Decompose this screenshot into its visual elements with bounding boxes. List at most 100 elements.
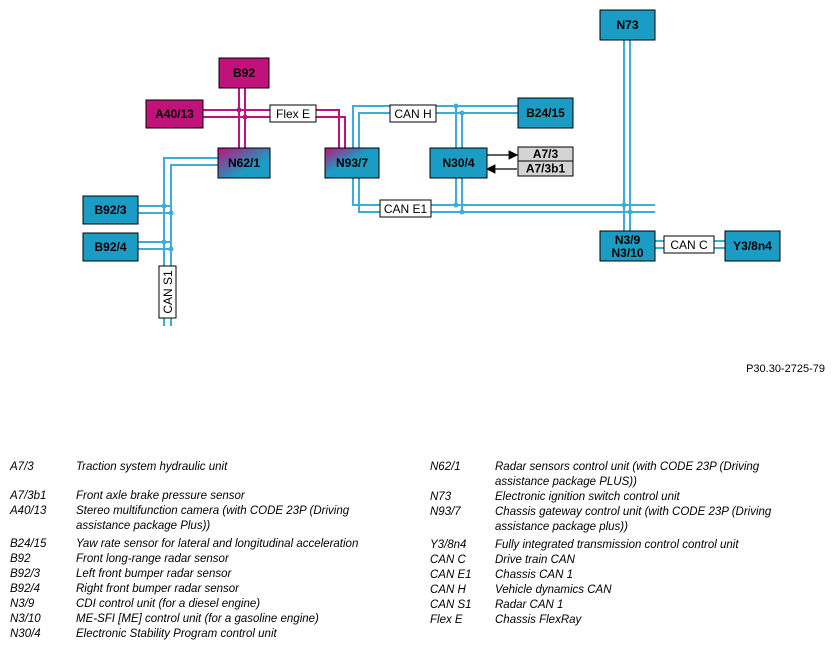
legend-desc: Radar CAN 1 bbox=[495, 599, 564, 611]
component-a7-3b1[interactable]: A7/3b1 bbox=[517, 160, 574, 177]
b92-label: B92 bbox=[233, 66, 255, 80]
legend-desc: Right front bumper radar sensor bbox=[76, 583, 239, 595]
bus-can-h: CAN H bbox=[389, 104, 437, 123]
legend-row: CAN C Drive train CAN bbox=[430, 553, 830, 568]
legend-desc: ME-SFI [ME] control unit (for a gasoline… bbox=[76, 613, 319, 625]
legend-left: A7/3 Traction system hydraulic unit A7/3… bbox=[10, 460, 410, 642]
bus-can-c: CAN C bbox=[663, 235, 715, 254]
legend-row: N3/10 ME-SFI [ME] control unit (for a ga… bbox=[10, 612, 410, 627]
legend-code: N73 bbox=[430, 491, 452, 503]
legend-desc: Stereo multifunction camera (with CODE 2… bbox=[76, 505, 350, 532]
legend-row: N93/7 Chassis gateway control unit (with… bbox=[430, 505, 830, 535]
legend-desc: Traction system hydraulic unit bbox=[76, 461, 228, 473]
legend-desc: Electronic Stability Program control uni… bbox=[76, 628, 277, 640]
legend-row: Flex E Chassis FlexRay bbox=[430, 613, 830, 628]
legend-desc: Drive train CAN bbox=[495, 554, 575, 566]
legend-code: CAN C bbox=[430, 554, 466, 566]
legend-code: CAN E1 bbox=[430, 569, 472, 581]
legend-code: CAN H bbox=[430, 584, 466, 596]
legend-row: B92 Front long-range radar sensor bbox=[10, 552, 410, 567]
legend-code: Flex E bbox=[430, 614, 463, 626]
component-n3-9-n3-10[interactable]: N3/9 N3/10 bbox=[599, 230, 656, 262]
component-b92[interactable]: B92 bbox=[218, 57, 270, 89]
b92-4-label: B92/4 bbox=[94, 240, 126, 254]
legend-code: B92/3 bbox=[10, 568, 41, 580]
legend-code: B92/4 bbox=[10, 583, 41, 595]
legend-row: N3/9 CDI control unit (for a diesel engi… bbox=[10, 597, 410, 612]
figure-reference: P30.30-2725-79 bbox=[746, 363, 825, 375]
legend-desc: Front axle brake pressure sensor bbox=[76, 490, 245, 502]
legend-code: N30/4 bbox=[10, 628, 41, 640]
legend-code: N62/1 bbox=[430, 461, 461, 473]
legend-desc: Radar sensors control unit (with CODE 23… bbox=[495, 461, 760, 488]
legend-row: N62/1 Radar sensors control unit (with C… bbox=[430, 460, 830, 490]
component-a40-13[interactable]: A40/13 bbox=[145, 99, 204, 129]
y3-8n4-label: Y3/8n4 bbox=[733, 239, 772, 253]
a40-13-label: A40/13 bbox=[155, 107, 194, 121]
n30-4-label: N30/4 bbox=[442, 156, 474, 170]
legend-desc: Fully integrated transmission control co… bbox=[495, 539, 739, 551]
component-n73[interactable]: N73 bbox=[599, 9, 656, 41]
legend-code: B92 bbox=[10, 553, 31, 565]
legend-code: A40/13 bbox=[10, 505, 47, 517]
legend-desc: Chassis CAN 1 bbox=[495, 569, 573, 581]
component-n62-1[interactable]: N62/1 bbox=[217, 147, 271, 179]
legend-code: A7/3b1 bbox=[10, 490, 47, 502]
legend-row: CAN H Vehicle dynamics CAN bbox=[430, 583, 830, 598]
b24-15-label: B24/15 bbox=[526, 106, 565, 120]
legend-row: N73 Electronic ignition switch control u… bbox=[430, 490, 830, 505]
legend-code: N3/10 bbox=[10, 613, 41, 625]
network-diagram: N73 B92 A40/13 N62/1 N93/7 B24/15 N30/4 … bbox=[82, 9, 781, 326]
legend-row: CAN S1 Radar CAN 1 bbox=[430, 598, 830, 613]
b92-3-label: B92/3 bbox=[94, 203, 126, 217]
legend-row: A7/3 Traction system hydraulic unit bbox=[10, 460, 410, 475]
n73-label: N73 bbox=[616, 18, 638, 32]
a7-3b1-label: A7/3b1 bbox=[526, 162, 566, 176]
can-c-label: CAN C bbox=[670, 238, 708, 252]
legend-code: N3/9 bbox=[10, 598, 35, 610]
legend-code: B24/15 bbox=[10, 538, 47, 550]
component-b92-3[interactable]: B92/3 bbox=[82, 195, 139, 225]
component-b24-15[interactable]: B24/15 bbox=[517, 97, 574, 129]
legend-row: B92/3 Left front bumper radar sensor bbox=[10, 567, 410, 582]
n93-7-label: N93/7 bbox=[336, 156, 368, 170]
legend-desc: Chassis gateway control unit (with CODE … bbox=[495, 506, 772, 533]
legend-code: Y3/8n4 bbox=[430, 539, 467, 551]
flexray-wires bbox=[203, 88, 346, 148]
legend-code: CAN S1 bbox=[430, 599, 472, 611]
legend-code: N93/7 bbox=[430, 506, 461, 518]
n62-1-label: N62/1 bbox=[228, 156, 260, 170]
hydraulic-link-arrows bbox=[485, 150, 519, 174]
component-n30-4[interactable]: N30/4 bbox=[429, 147, 488, 179]
component-y3-8n4[interactable]: Y3/8n4 bbox=[724, 230, 781, 262]
legend-desc: Electronic ignition switch control unit bbox=[495, 491, 680, 503]
legend-right: N62/1 Radar sensors control unit (with C… bbox=[430, 460, 830, 628]
can-e1-label: CAN E1 bbox=[384, 202, 428, 216]
n3-10-label: N3/10 bbox=[611, 246, 643, 260]
component-a7-3[interactable]: A7/3 bbox=[517, 146, 574, 162]
n3-9-label: N3/9 bbox=[615, 233, 641, 247]
legend-row: A7/3b1 Front axle brake pressure sensor bbox=[10, 489, 410, 504]
legend-desc: Chassis FlexRay bbox=[495, 614, 582, 626]
legend-code: A7/3 bbox=[10, 461, 34, 473]
legend-desc: CDI control unit (for a diesel engine) bbox=[76, 598, 261, 610]
legend-desc: Front long-range radar sensor bbox=[76, 553, 229, 565]
legend-desc: Vehicle dynamics CAN bbox=[495, 584, 612, 596]
bus-can-e1: CAN E1 bbox=[379, 199, 432, 218]
bus-flex-e: Flex E bbox=[269, 104, 317, 123]
legend-row: B92/4 Right front bumper radar sensor bbox=[10, 582, 410, 597]
bus-can-s1: CAN S1 bbox=[158, 265, 177, 319]
component-b92-4[interactable]: B92/4 bbox=[82, 232, 139, 262]
legend-desc: Left front bumper radar sensor bbox=[76, 568, 232, 580]
component-n93-7[interactable]: N93/7 bbox=[324, 147, 380, 179]
legend-row: A40/13 Stereo multifunction camera (with… bbox=[10, 504, 410, 534]
legend-row: B24/15 Yaw rate sensor for lateral and l… bbox=[10, 537, 410, 552]
junction-dots bbox=[161, 103, 633, 252]
legend-row: CAN E1 Chassis CAN 1 bbox=[430, 568, 830, 583]
flex-e-label: Flex E bbox=[276, 107, 310, 121]
legend-desc: Yaw rate sensor for lateral and longitud… bbox=[76, 538, 359, 550]
a7-3-label: A7/3 bbox=[533, 147, 559, 161]
legend-row: Y3/8n4 Fully integrated transmission con… bbox=[430, 538, 830, 553]
legend-row: N30/4 Electronic Stability Program contr… bbox=[10, 627, 410, 642]
can-s1-label: CAN S1 bbox=[161, 270, 175, 314]
